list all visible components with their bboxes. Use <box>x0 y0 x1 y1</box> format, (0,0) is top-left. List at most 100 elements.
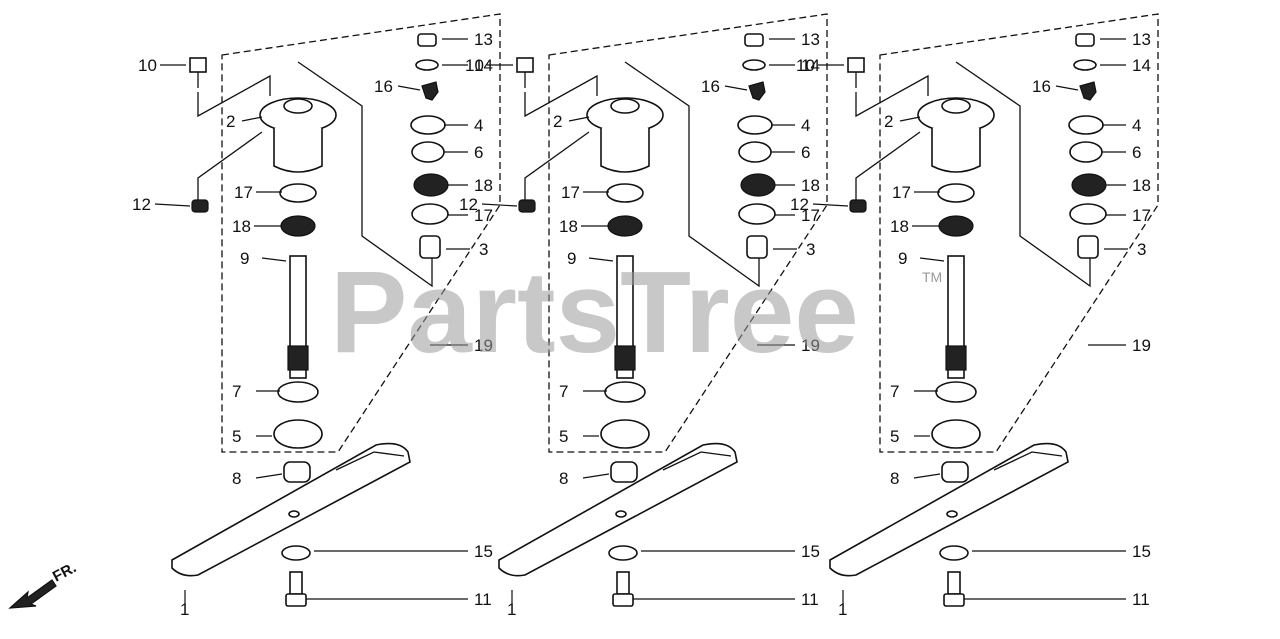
guide-line <box>955 61 1091 288</box>
arrow-icon <box>8 579 57 609</box>
callout-label: 12 <box>459 195 478 214</box>
callout-label: 10 <box>796 56 815 75</box>
blade-hole <box>946 510 958 518</box>
callout-label: 18 <box>890 217 909 236</box>
grease-fitting-16 <box>748 81 766 101</box>
callout-label: 18 <box>1132 176 1151 195</box>
blade-hole <box>288 510 300 518</box>
housing-body-2 <box>273 128 323 173</box>
sleeve-3 <box>1077 235 1099 259</box>
callout-label: 16 <box>374 77 393 96</box>
blade-edge <box>335 451 405 471</box>
leader-line <box>568 116 590 122</box>
sleeve-3 <box>419 235 441 259</box>
leader-line <box>724 85 748 91</box>
callout-label: 4 <box>1132 116 1141 135</box>
leader-line <box>1055 85 1079 91</box>
callout-label: 11 <box>801 590 819 609</box>
spindle-spline <box>945 345 967 371</box>
callout-label: 15 <box>801 542 820 561</box>
callout-label: 1 <box>838 600 847 619</box>
housing-body-2 <box>600 128 650 173</box>
bearing-race-17 <box>738 203 776 225</box>
callout-label: 1 <box>180 600 189 619</box>
callout-label: 3 <box>806 240 815 259</box>
leader-line <box>812 203 849 207</box>
direction-label: FR. <box>50 559 79 585</box>
callout-label: 18 <box>232 217 251 236</box>
leader-line <box>588 257 614 262</box>
callout-label: 4 <box>474 116 483 135</box>
nut-13 <box>1075 33 1095 47</box>
callout-label: 3 <box>1137 240 1146 259</box>
mower-blade-1 <box>498 442 738 577</box>
blade-bolt-head-11 <box>943 593 965 607</box>
callout-label: 6 <box>1132 143 1141 162</box>
washer-14 <box>1073 59 1097 71</box>
callout-label: 17 <box>801 206 820 225</box>
callout-label: 14 <box>474 56 493 75</box>
callout-label: 19 <box>1132 336 1151 355</box>
collar-6 <box>1069 141 1103 163</box>
callout-label: 11 <box>1132 590 1150 609</box>
assembly-boundary <box>548 13 828 453</box>
nut-12 <box>518 199 536 213</box>
leader-line <box>582 473 610 479</box>
bearing-race-17 <box>937 183 975 203</box>
guide-line <box>197 74 271 118</box>
callout-label: 9 <box>240 249 249 268</box>
callout-label: 12 <box>132 195 151 214</box>
leader-line <box>261 257 287 262</box>
callout-label: 2 <box>884 112 893 131</box>
housing-bore <box>941 98 971 114</box>
blade-bolt-head-11 <box>612 593 634 607</box>
washer-15 <box>939 545 969 561</box>
bearing-race-17 <box>1069 203 1107 225</box>
watermark-trademark: TM <box>922 269 942 285</box>
callout-label: 1 <box>507 600 516 619</box>
callout-label: 5 <box>559 427 568 446</box>
callout-label: 11 <box>474 590 492 609</box>
callout-label: 15 <box>1132 542 1151 561</box>
callout-label: 3 <box>479 240 488 259</box>
bearing-race-17 <box>606 183 644 203</box>
washer-7 <box>604 381 646 403</box>
nut-12 <box>191 199 209 213</box>
callout-label: 7 <box>232 382 241 401</box>
washer-14 <box>742 59 766 71</box>
blade-hub-5 <box>600 419 650 449</box>
callout-label: 13 <box>474 30 493 49</box>
front-direction-arrow: FR. <box>8 559 79 609</box>
blade-bolt-head-11 <box>285 593 307 607</box>
guide-line <box>855 131 921 200</box>
blade-hole <box>615 510 627 518</box>
collar-6 <box>411 141 445 163</box>
bearing-race-17 <box>411 203 449 225</box>
leader-line <box>913 473 941 479</box>
blade-bolt-shank-11 <box>616 571 630 595</box>
callout-label: 14 <box>801 56 820 75</box>
guide-line <box>524 74 598 118</box>
callout-label: 4 <box>801 116 810 135</box>
callout-label: 10 <box>138 56 157 75</box>
seal-4 <box>410 115 446 135</box>
callout-label: 8 <box>890 469 899 488</box>
callout-label: 16 <box>701 77 720 96</box>
washer-7 <box>277 381 319 403</box>
assembly-boundary <box>221 13 501 453</box>
callout-label: 7 <box>890 382 899 401</box>
callout-label: 17 <box>892 183 911 202</box>
spacer-8 <box>283 461 311 483</box>
washer-7 <box>935 381 977 403</box>
callout-label: 18 <box>474 176 493 195</box>
assembly-boundary <box>879 13 1159 453</box>
grease-fitting-16 <box>1079 81 1097 101</box>
callout-label: 15 <box>474 542 493 561</box>
bolt-10 <box>516 57 534 73</box>
bearing-race-17 <box>279 183 317 203</box>
spacer-8 <box>610 461 638 483</box>
tapered-bearing-18 <box>280 215 316 237</box>
